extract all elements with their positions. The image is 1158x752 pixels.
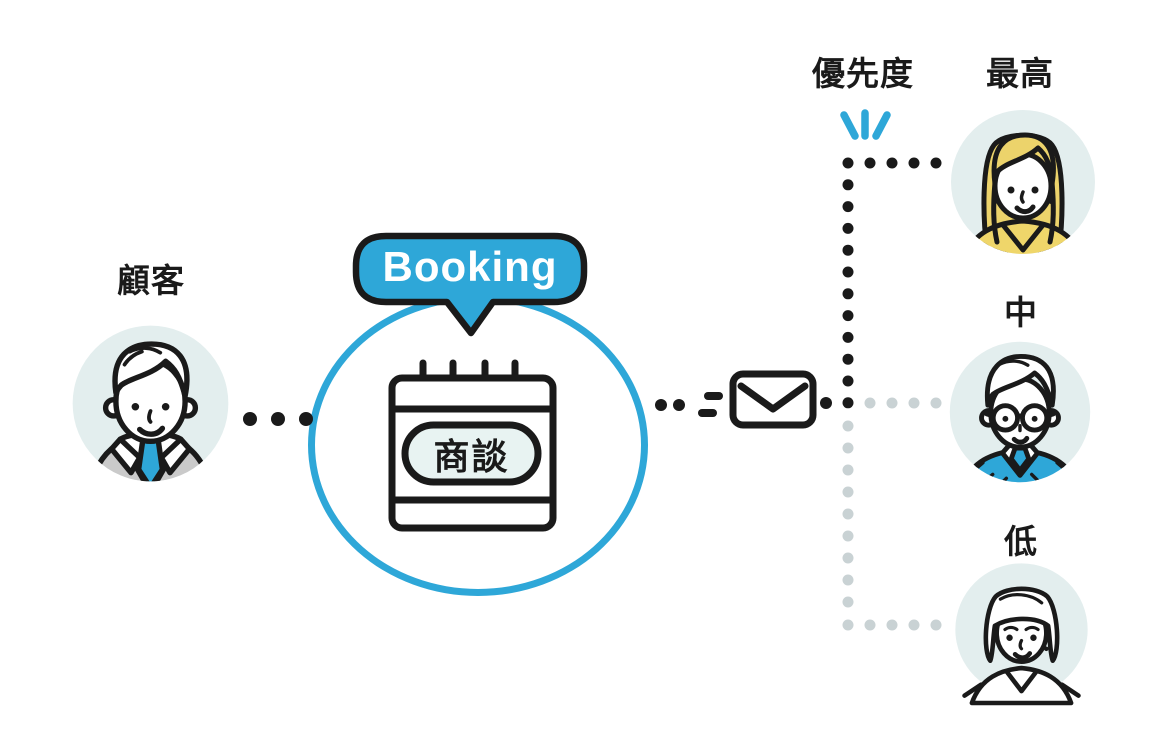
connector-dot <box>271 412 285 426</box>
connector-dot <box>842 420 854 432</box>
connector-dot <box>842 574 854 586</box>
priority-low-avatar <box>955 563 1088 706</box>
connector-dot <box>908 619 920 631</box>
connector-dot <box>842 201 854 213</box>
connector-dot <box>842 508 854 520</box>
event-pill <box>401 421 542 486</box>
connector-dot <box>655 399 667 411</box>
connector-dot <box>930 157 942 169</box>
connector-dot <box>842 288 854 300</box>
connector-dot <box>243 412 257 426</box>
connector-dot <box>930 397 942 409</box>
connector-dot <box>842 222 854 234</box>
customer-label: 顧客 <box>117 262 185 299</box>
connector-dot <box>842 310 854 322</box>
connector-dot <box>842 331 854 343</box>
envelope-icon <box>729 370 817 429</box>
priority-highest-avatar <box>951 110 1095 254</box>
event-label: 商談 <box>433 436 510 477</box>
connector-dot <box>864 397 876 409</box>
calendar-icon <box>388 359 557 532</box>
connector-dot <box>842 179 854 191</box>
motion-dash-bottom <box>698 409 717 417</box>
priority-low-label: 低 <box>1004 523 1038 560</box>
connector-dot <box>842 619 854 631</box>
priority-medium-label: 中 <box>1004 294 1038 331</box>
connector-dot <box>930 619 942 631</box>
connector-dot <box>842 552 854 564</box>
emphasis-marks-icon <box>840 109 891 140</box>
connector-dot <box>908 397 920 409</box>
connector-dot <box>886 397 898 409</box>
customer-avatar <box>72 325 229 482</box>
connector-dot <box>842 486 854 498</box>
connector-dot <box>842 464 854 476</box>
priority-medium-avatar <box>949 341 1091 483</box>
connector-dot <box>842 596 854 608</box>
priority-label: 優先度 <box>812 55 914 92</box>
connector-dot <box>886 157 898 169</box>
priority-highest-label: 最高 <box>986 55 1054 92</box>
connector-dot <box>842 442 854 454</box>
connector-dot <box>842 530 854 542</box>
motion-dash-top <box>704 392 723 400</box>
connector-dot <box>864 619 876 631</box>
connector-dot <box>908 157 920 169</box>
connector-dot <box>886 619 898 631</box>
connector-dot <box>842 375 854 387</box>
connector-dot <box>842 266 854 278</box>
connector-dot <box>673 399 685 411</box>
booking-speech-bubble <box>352 232 588 337</box>
connector-dot <box>820 397 832 409</box>
connector-dot <box>842 397 854 409</box>
connector-dot <box>864 157 876 169</box>
low-body <box>962 665 1081 706</box>
connector-dot <box>842 244 854 256</box>
booking-bubble-label: Booking <box>382 243 558 290</box>
connector-dot <box>842 353 854 365</box>
connector-dot <box>842 157 854 169</box>
